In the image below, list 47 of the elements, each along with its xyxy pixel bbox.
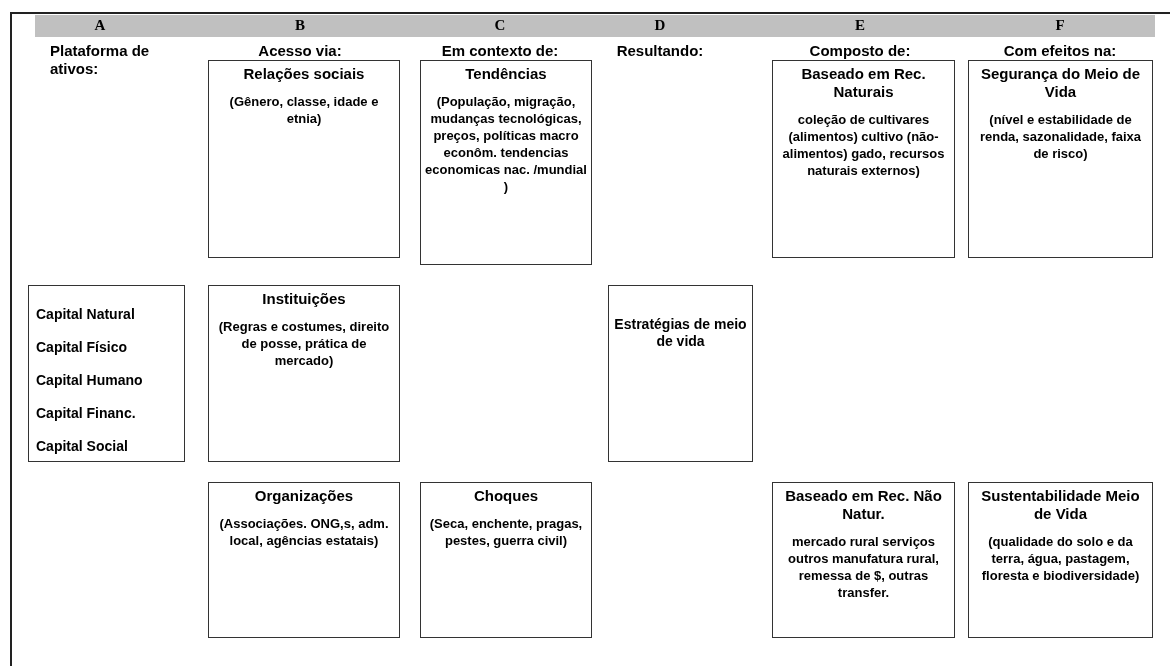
list-item: Capital Financ. xyxy=(36,405,137,421)
column-letter: A xyxy=(93,17,107,34)
box-description: (Seca, enchente, pragas, pestes, guerra civil) xyxy=(428,515,584,549)
list-item: Capital Humano xyxy=(36,372,144,388)
box-description: (Associações. ONG,s, adm. local, agências estatais) xyxy=(218,515,390,549)
box-description: (qualidade do solo e da terra, água, pastagem, floresta e biodiversidade) xyxy=(980,533,1141,584)
category-box xyxy=(608,285,753,462)
column-heading: Acesso via: xyxy=(257,42,343,59)
category-box xyxy=(772,482,955,638)
column-letter: E xyxy=(854,17,866,34)
box-title: Tendências xyxy=(464,65,548,83)
box-description: (População, migração, mudanças tecnológicas, preços, políticas macro econôm. tendencias economicas nac. /mundial ) xyxy=(424,93,588,195)
column-letter: C xyxy=(493,17,507,34)
box-description: coleção de cultivares (alimentos) cultivo (não-alimentos) gado, recursos naturais externos) xyxy=(781,111,946,179)
category-box xyxy=(208,482,400,638)
box-description: (Gênero, classe, idade e etnia) xyxy=(228,93,380,127)
category-box xyxy=(420,482,592,638)
box-description: mercado rural serviços outros manufatura rural, remessa de $, outras transfer. xyxy=(787,533,940,601)
box-title: Instituições xyxy=(261,290,347,308)
column-letter: B xyxy=(294,17,306,34)
box-title: Sustentabilidade Meio de Vida xyxy=(980,487,1141,523)
column-letter: D xyxy=(653,17,667,34)
column-heading: Plataforma de ativos: xyxy=(50,42,151,78)
list-item: Capital Físico xyxy=(36,339,129,355)
list-item: Capital Natural xyxy=(36,306,136,322)
box-title: Baseado em Rec. Não Natur. xyxy=(784,487,943,523)
box-title: Choques xyxy=(472,487,540,505)
box-title: Organizações xyxy=(253,487,355,505)
category-box xyxy=(208,285,400,462)
column-letter: F xyxy=(1054,17,1066,34)
list-item: Capital Social xyxy=(36,438,129,454)
box-description: (nível e estabilidade de renda, sazonalidade, faixa de risco) xyxy=(978,111,1143,162)
category-box xyxy=(28,285,185,462)
column-heading: Em contexto de: xyxy=(440,42,560,59)
box-title: Estratégias de meio de vida xyxy=(613,316,748,350)
column-heading: Com efeitos na: xyxy=(1002,42,1118,59)
box-title: Relações sociais xyxy=(242,65,366,83)
category-box xyxy=(208,60,400,258)
category-box xyxy=(968,482,1153,638)
category-box xyxy=(968,60,1153,258)
category-box xyxy=(420,60,592,265)
box-description: (Regras e costumes, direito de posse, prática de mercado) xyxy=(217,318,391,369)
box-title: Baseado em Rec. Naturais xyxy=(800,65,927,101)
column-heading: Resultando: xyxy=(615,42,705,59)
column-heading: Composto de: xyxy=(808,42,912,59)
category-box xyxy=(772,60,955,258)
box-title: Segurança do Meio de Vida xyxy=(979,65,1142,101)
